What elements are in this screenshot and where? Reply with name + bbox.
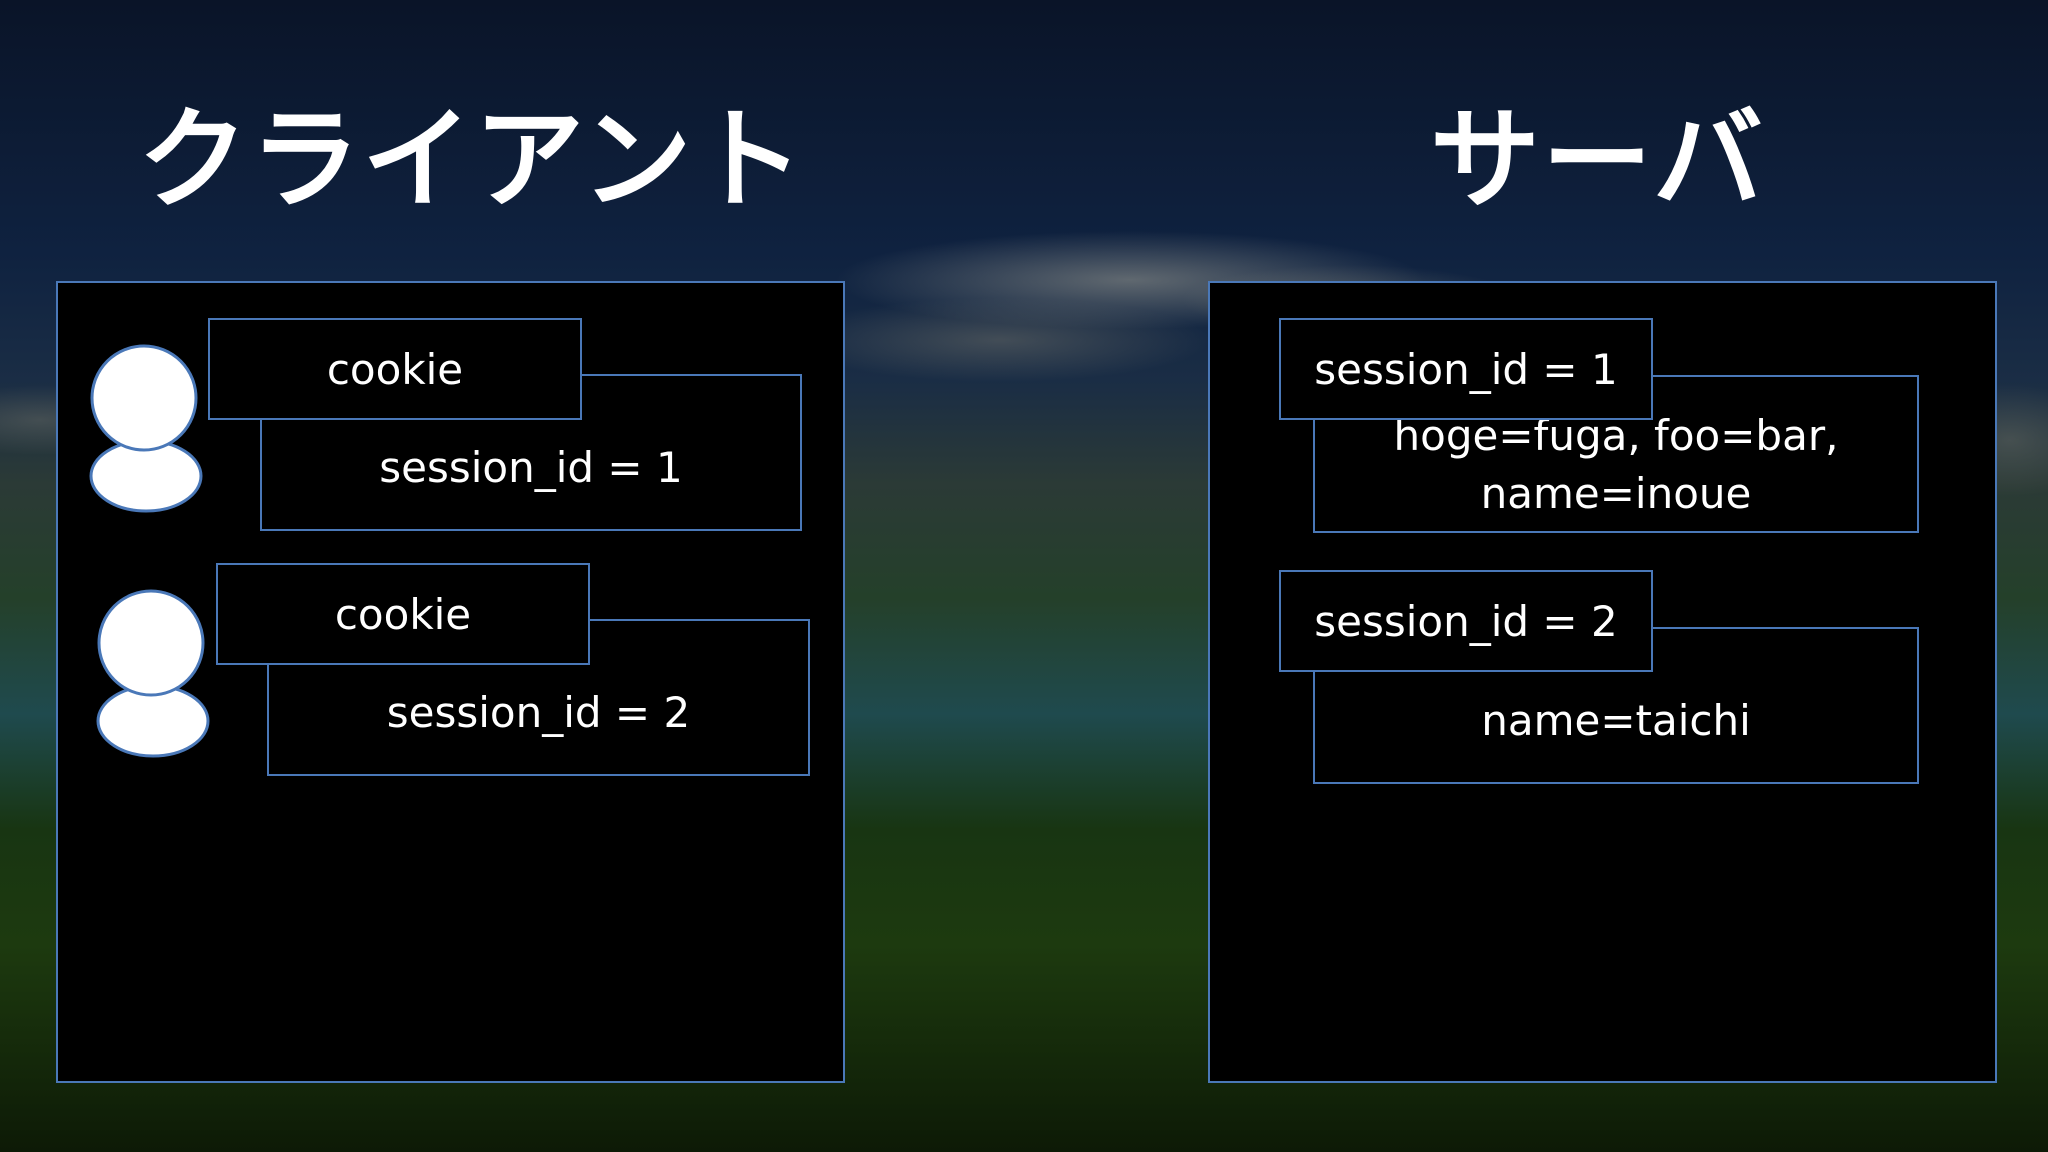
client-cookie-label: cookie [326,344,464,394]
user-avatar-icon [89,344,203,513]
user-avatar-icon [96,589,210,758]
client-cookie-label: cookie [334,589,472,639]
client-cookie-label-box: cookie [216,563,590,665]
client-cookie-label-box: cookie [208,318,582,420]
session-data-line: name=taichi [1481,696,1751,745]
client-cookie-value: session_id = 1 [379,443,683,492]
session-data-line: name=inoue [1480,469,1752,518]
client-title: クライアント [138,96,806,224]
server-session-id-box: session_id = 1 [1279,318,1653,420]
server-session-id-box: session_id = 2 [1279,570,1653,672]
client-cookie-value: session_id = 2 [386,688,691,737]
server-session-id: session_id = 2 [1314,596,1618,646]
server-session-id: session_id = 1 [1314,344,1618,394]
server-title: サーバ [1430,96,1765,224]
